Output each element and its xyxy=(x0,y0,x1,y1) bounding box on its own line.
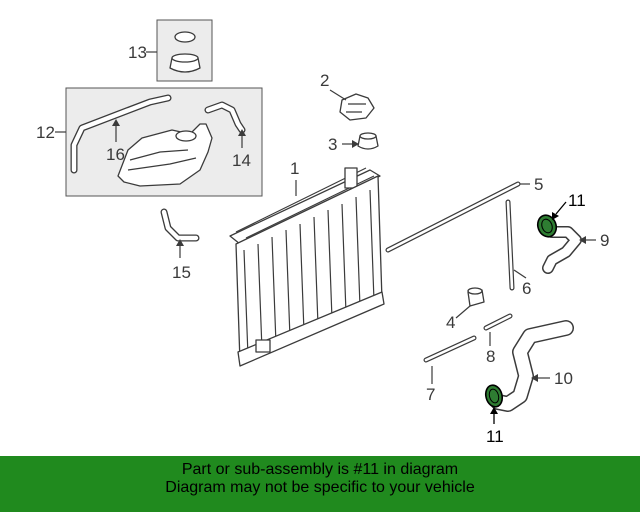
part-13-cap-group[interactable] xyxy=(156,19,213,82)
callout-3: 3 xyxy=(328,135,337,154)
part-9-upper-hose[interactable] xyxy=(542,226,582,274)
part-6-side-seal[interactable] xyxy=(505,199,515,291)
part-10-lower-hose[interactable] xyxy=(490,320,574,412)
part-1-radiator[interactable] xyxy=(229,167,385,367)
callout-11-bottom: 11 xyxy=(486,427,504,446)
callout-2: 2 xyxy=(320,71,329,90)
callout-8: 8 xyxy=(486,347,495,366)
part-11-clamp-top[interactable] xyxy=(535,213,559,240)
callout-1: 1 xyxy=(290,159,299,178)
part-3-radiator-cap[interactable] xyxy=(357,132,379,150)
part-2-housing[interactable] xyxy=(339,93,375,121)
callout-6: 6 xyxy=(522,279,531,298)
callout-11-top: 11 xyxy=(568,191,586,210)
callout-9: 9 xyxy=(600,231,609,250)
callout-13: 13 xyxy=(128,43,147,62)
callout-5: 5 xyxy=(534,175,543,194)
banner-line-2: Diagram may not be specific to your vehi… xyxy=(165,479,475,496)
part-7-seal[interactable] xyxy=(423,335,477,363)
part-11-clamp-bottom[interactable] xyxy=(483,383,504,408)
callout-15: 15 xyxy=(172,263,191,282)
callout-12: 12 xyxy=(36,123,55,142)
banner-line-1: Part or sub-assembly is #11 in diagram xyxy=(181,461,459,478)
part-12-reservoir-group[interactable] xyxy=(65,87,263,197)
callout-16: 16 xyxy=(106,145,125,164)
part-8-seal[interactable] xyxy=(483,313,513,331)
callout-14: 14 xyxy=(232,151,251,170)
part-5-seal[interactable] xyxy=(385,181,521,253)
parts-diagram: 13 12 16 14 15 2 3 xyxy=(36,19,609,446)
cap-gasket xyxy=(174,31,196,43)
callout-7: 7 xyxy=(426,385,435,404)
callout-4: 4 xyxy=(446,313,455,332)
part-15-hose[interactable] xyxy=(160,208,200,242)
info-banner: Part or sub-assembly is #11 in diagram D… xyxy=(0,456,640,512)
part-4-bushing[interactable] xyxy=(467,287,485,307)
callout-10: 10 xyxy=(554,369,573,388)
